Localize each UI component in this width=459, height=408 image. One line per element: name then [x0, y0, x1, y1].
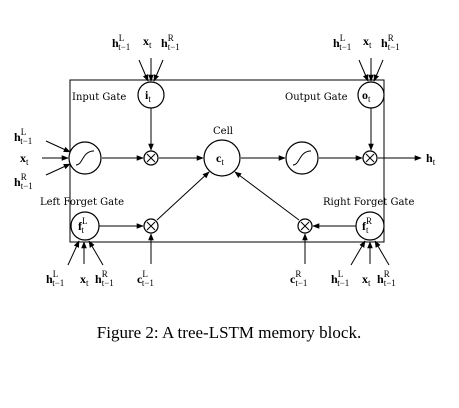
arrow-right-mult-to-cell: [234, 171, 300, 221]
input-gate-symbol: it: [145, 88, 151, 104]
cell-node: [203, 139, 241, 177]
arrow-hL-to-input-gate: [138, 59, 149, 82]
arrow-left-mult-to-cell: [156, 171, 210, 221]
right-forget-gate-node: [355, 211, 385, 241]
output-gate-symbol: ot: [362, 88, 371, 104]
right-forget-gate-label: Right Forget Gate: [323, 197, 414, 208]
arrow-hL-to-input-squash: [45, 140, 71, 153]
arrow-hR-to-right-forget: [374, 240, 390, 266]
arrow-hL-to-left-forget: [67, 240, 80, 266]
multiply-icon: [365, 153, 375, 163]
input-label-x: xt: [20, 151, 29, 167]
cell-label: Cell: [213, 126, 233, 137]
figure-caption: Figure 2: A tree-LSTM memory block.: [97, 323, 361, 342]
output-squash-node: [285, 141, 319, 175]
cell-symbol: ct: [216, 151, 224, 167]
sigmoid-icon: [292, 150, 312, 166]
input-label-x: xt: [363, 34, 372, 50]
arrow-hR-to-output-gate: [373, 59, 384, 82]
input-squash-node: [68, 141, 102, 175]
input-label-x: xt: [80, 272, 89, 288]
arrow-hR-to-input-gate: [153, 59, 164, 82]
output-label: ht: [426, 151, 436, 167]
input-gate-node: [137, 81, 165, 109]
arrow-hL-to-output-gate: [358, 59, 369, 82]
sigmoid-icon: [75, 150, 95, 166]
multiply-icon: [146, 221, 156, 231]
arrow-hR-to-input-squash: [45, 163, 71, 176]
input-gate-label: Input Gate: [72, 92, 126, 103]
multiply-icon: [146, 153, 156, 163]
left-forget-gate-label: Left Forget Gate: [40, 197, 124, 208]
input-label-x: xt: [362, 272, 371, 288]
output-gate-node: [357, 81, 385, 109]
arrow-hL-to-right-forget: [350, 240, 366, 266]
multiply-icon: [300, 221, 310, 231]
output-gate-label: Output Gate: [285, 92, 348, 103]
arrow-hR-to-left-forget: [88, 240, 104, 266]
left-forget-gate-node: [70, 211, 100, 241]
input-label-x: xt: [143, 34, 152, 50]
